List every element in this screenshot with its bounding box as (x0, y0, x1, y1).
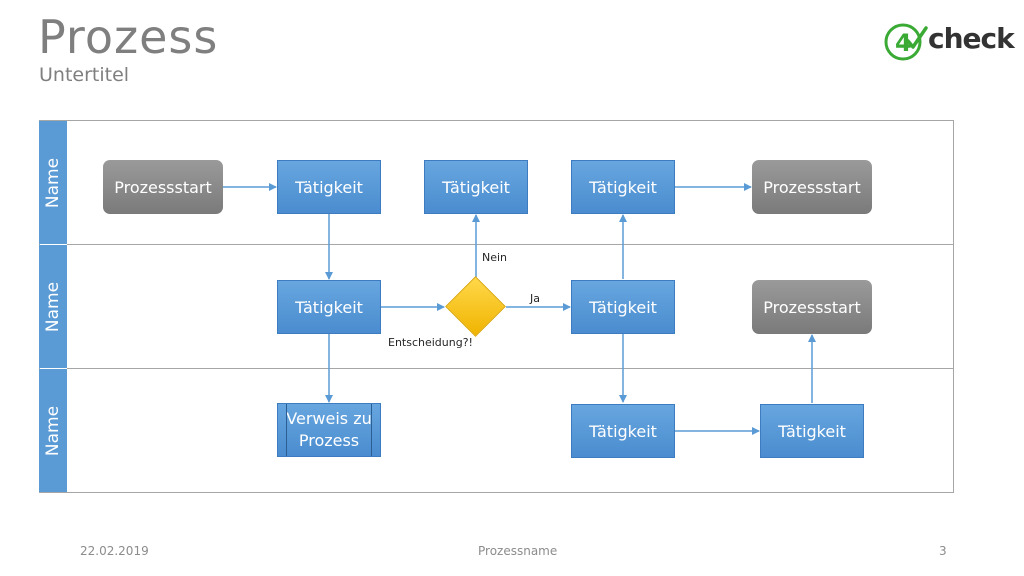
logo-text: check (928, 22, 1015, 55)
node-label: Prozessstart (114, 177, 212, 197)
brand-logo: 4 check (882, 20, 1015, 64)
logo-check-icon (906, 26, 928, 49)
task-node[interactable]: Tätigkeit (571, 160, 675, 214)
lane-header-1: Name (39, 121, 67, 244)
decision-node[interactable] (445, 276, 506, 337)
lane-divider (67, 244, 954, 245)
subprocess-node[interactable]: Verweis zu Prozess (277, 403, 381, 457)
decision-label: Entscheidung?! (388, 336, 473, 349)
decision-yes-label: Ja (530, 292, 540, 305)
decision-diamond (445, 276, 506, 337)
task-node[interactable]: Tätigkeit (760, 404, 864, 458)
process-end-node[interactable]: Prozessstart (752, 160, 872, 214)
logo-digit: 4 (895, 29, 912, 57)
slide-title: Prozess (38, 10, 219, 64)
node-label: Tätigkeit (589, 421, 657, 441)
task-node[interactable]: Tätigkeit (424, 160, 528, 214)
node-label: Tätigkeit (778, 421, 846, 441)
node-label: Tätigkeit (295, 177, 363, 197)
task-node[interactable]: Tätigkeit (571, 280, 675, 334)
node-label: Tätigkeit (442, 177, 510, 197)
node-label: Tätigkeit (589, 297, 657, 317)
process-end-node[interactable]: Prozessstart (752, 280, 872, 334)
process-start-node[interactable]: Prozessstart (103, 160, 223, 214)
lane-header-3: Name (39, 369, 67, 492)
node-label: Tätigkeit (589, 177, 657, 197)
lane-divider (67, 368, 954, 369)
slide-subtitle: Untertitel (39, 64, 130, 86)
decision-no-label: Nein (482, 251, 508, 264)
logo-circle-icon: 4 (884, 23, 928, 61)
node-label: Prozessstart (763, 177, 861, 197)
node-label: Verweis zu Prozess (286, 409, 372, 450)
node-label: Prozessstart (763, 297, 861, 317)
footer-date: 22.02.2019 (80, 544, 149, 558)
task-node[interactable]: Tätigkeit (277, 280, 381, 334)
page-number: 3 (939, 544, 947, 558)
lane-header-2: Name (39, 245, 67, 368)
node-label: Tätigkeit (295, 297, 363, 317)
footer-process-name: Prozessname (478, 544, 558, 558)
task-node[interactable]: Tätigkeit (571, 404, 675, 458)
task-node[interactable]: Tätigkeit (277, 160, 381, 214)
